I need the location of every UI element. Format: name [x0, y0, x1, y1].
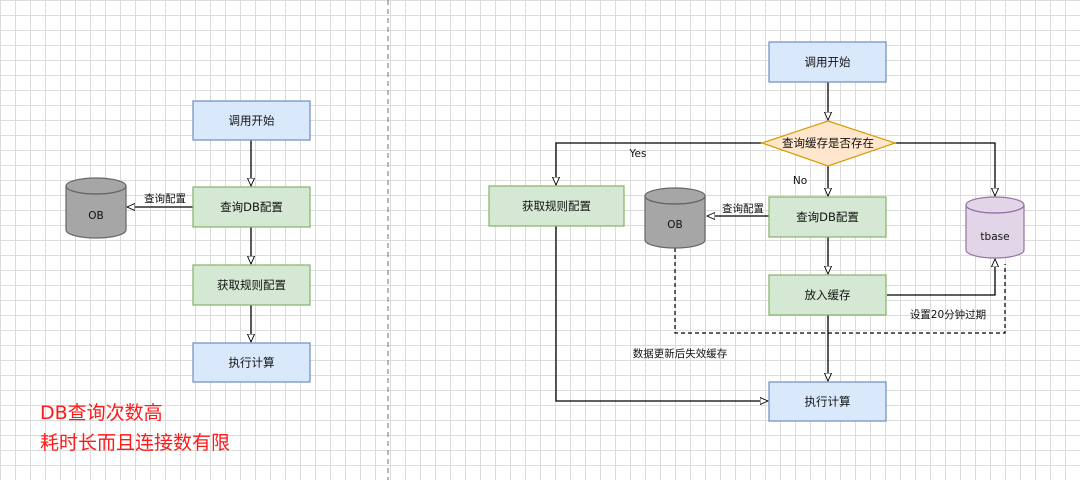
right-edge-decision-yes: [556, 142, 762, 185]
left-query-db-node: 查询DB配置: [192, 186, 311, 228]
svg-text:获取规则配置: 获取规则配置: [522, 199, 591, 213]
problem-note-line-2: 耗时长而且连接数有限: [40, 432, 231, 454]
svg-text:获取规则配置: 获取规则配置: [217, 278, 286, 292]
right-edge-rules-to-execute: [555, 226, 768, 401]
right-edge-query-label: 查询配置: [722, 202, 764, 215]
right-edge-decision-to-cache: [895, 142, 995, 196]
problem-note: DB查询次数高 耗时长而且连接数有限: [40, 398, 230, 458]
right-yes-label: Yes: [629, 148, 647, 160]
svg-text:执行计算: 执行计算: [229, 356, 275, 370]
right-decision-node: 查询缓存是否存在: [760, 120, 897, 167]
svg-text:放入缓存: 放入缓存: [805, 288, 851, 302]
right-no-label: No: [793, 175, 807, 187]
left-start-node: 调用开始: [192, 100, 311, 141]
svg-text:tbase: tbase: [980, 231, 1009, 243]
svg-text:查询DB配置: 查询DB配置: [220, 200, 283, 214]
right-get-rules-node: 获取规则配置: [488, 185, 625, 227]
right-edge-put-to-cache: [887, 259, 995, 296]
right-cache-cylinder: tbase: [965, 196, 1025, 259]
right-invalidate-edge: [674, 248, 1006, 334]
left-get-rules-node: 获取规则配置: [192, 264, 311, 306]
right-execute-node: 执行计算: [768, 381, 887, 422]
svg-text:执行计算: 执行计算: [805, 395, 851, 409]
left-db-cylinder: OB: [65, 177, 127, 239]
right-start-node: 调用开始: [768, 41, 887, 83]
left-execute-node: 执行计算: [192, 342, 311, 383]
svg-text:调用开始: 调用开始: [805, 55, 851, 69]
svg-text:OB: OB: [667, 219, 682, 231]
svg-text:OB: OB: [88, 210, 103, 222]
svg-text:查询缓存是否存在: 查询缓存是否存在: [782, 136, 874, 150]
right-invalidate-label: 数据更新后失效缓存: [633, 347, 728, 360]
right-put-cache-node: 放入缓存: [768, 274, 887, 316]
right-expire-label: 设置20分钟过期: [910, 308, 986, 321]
right-db-cylinder: OB: [644, 187, 706, 249]
svg-text:调用开始: 调用开始: [229, 114, 275, 128]
right-query-db-node: 查询DB配置: [768, 196, 887, 238]
svg-text:查询DB配置: 查询DB配置: [796, 210, 859, 224]
left-edge-query-label: 查询配置: [144, 192, 186, 205]
problem-note-line-1: DB查询次数高: [40, 402, 163, 424]
